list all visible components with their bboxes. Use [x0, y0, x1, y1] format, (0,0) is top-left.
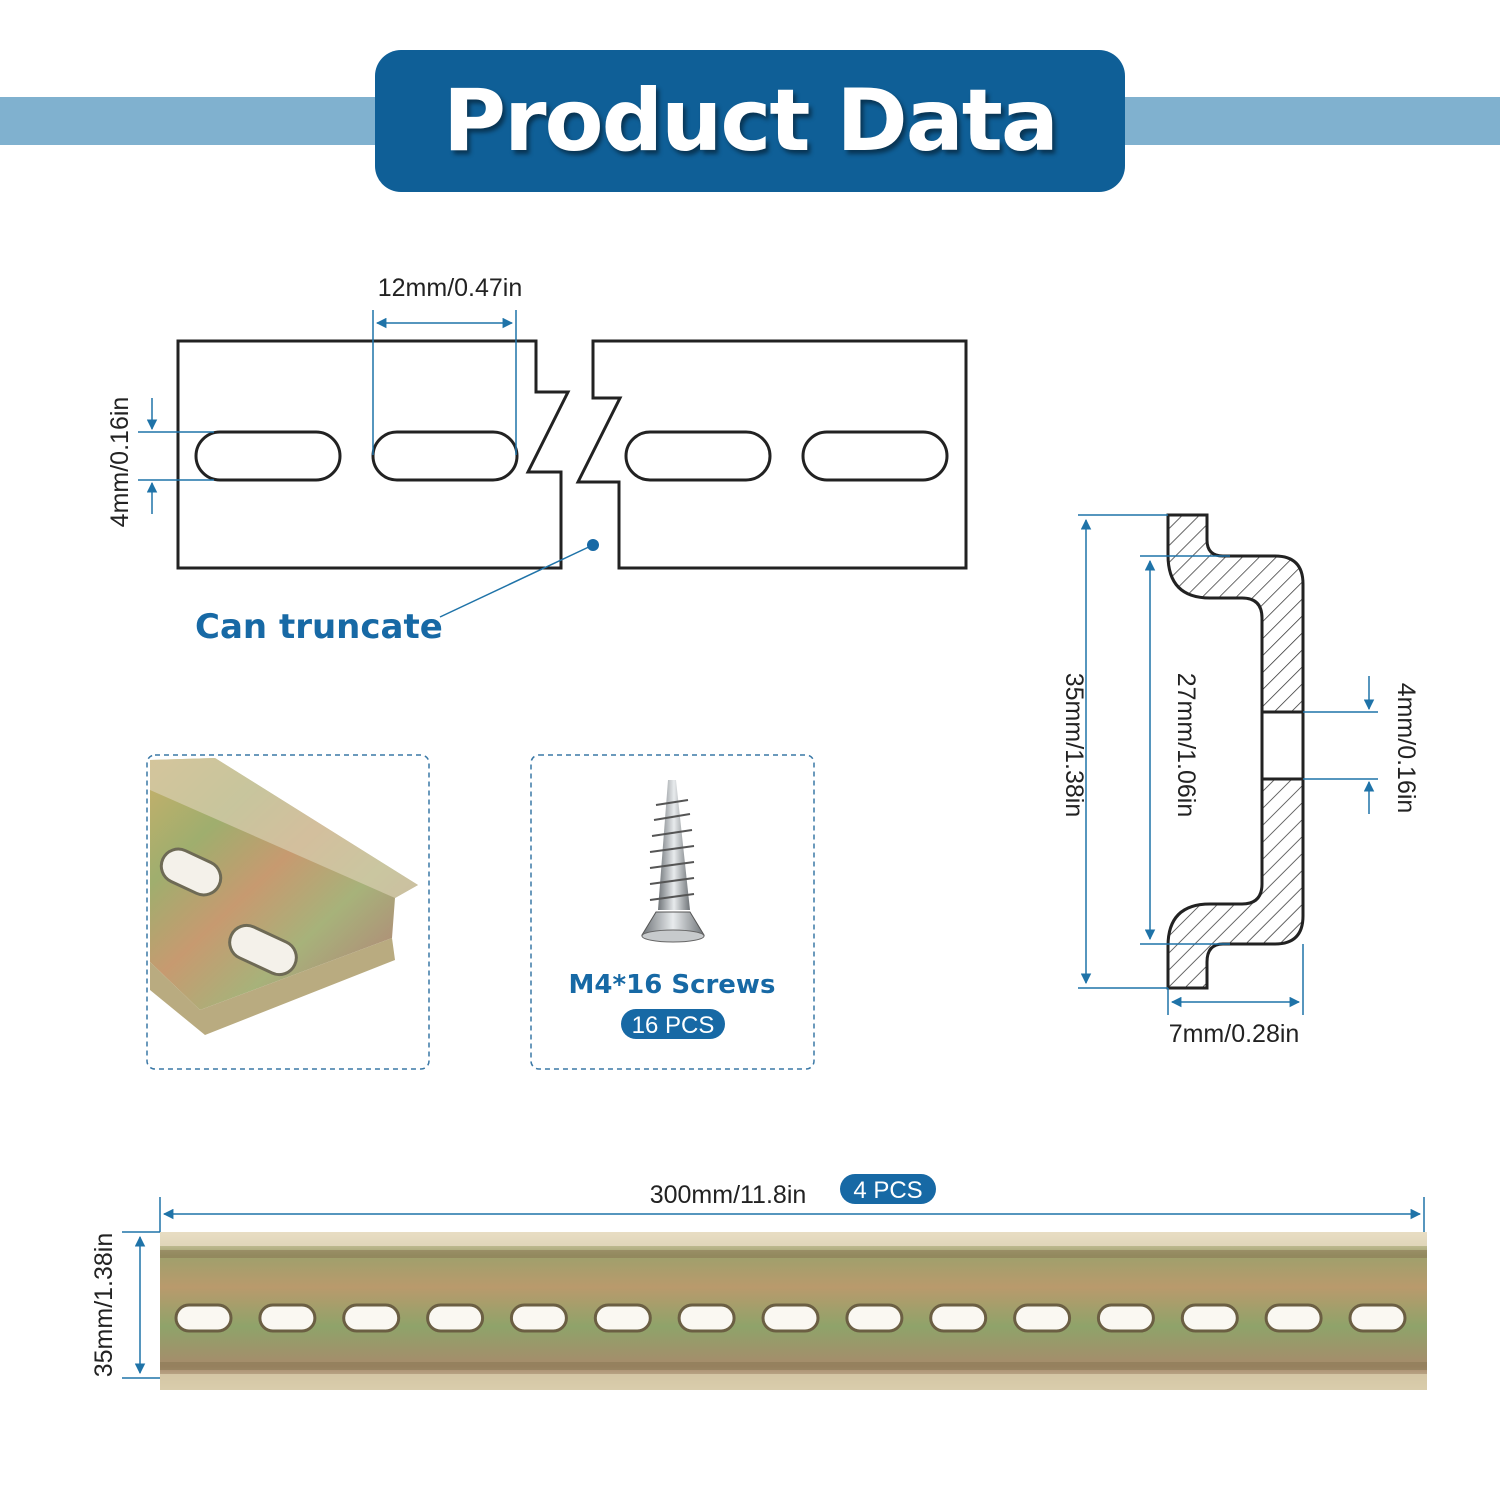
rail-slot	[593, 1303, 652, 1333]
inner-height-label: 27mm/1.06in	[1172, 673, 1200, 818]
rail-slot	[174, 1303, 233, 1333]
rail-slot	[1013, 1303, 1072, 1333]
hole-dimension	[1303, 676, 1378, 814]
slot	[624, 430, 772, 482]
rail-slot	[1180, 1303, 1239, 1333]
slot	[801, 430, 949, 482]
hole-label: 4mm/0.16in	[1392, 683, 1420, 814]
slot	[194, 430, 342, 482]
cross-section-profile	[1166, 513, 1305, 990]
title-banner: Product Data	[375, 50, 1125, 192]
rail-slot	[342, 1303, 401, 1333]
rail-slot	[426, 1303, 485, 1333]
rail-slot	[929, 1303, 988, 1333]
rail-length-label: 300mm/11.8in	[650, 1181, 807, 1209]
rail-closeup-photo	[150, 758, 418, 1035]
rail-slot	[761, 1303, 820, 1333]
slot-pitch-dimension	[372, 310, 517, 455]
rail-height-dimension	[122, 1231, 160, 1379]
rail-slot	[845, 1303, 904, 1333]
screws-quantity-badge	[621, 1009, 725, 1039]
rail-height-label: 35mm/1.38in	[90, 1233, 118, 1378]
screw-image	[641, 780, 705, 943]
slot-pitch-label: 12mm/0.47in	[378, 274, 523, 302]
rail-slot	[258, 1303, 317, 1333]
rail-slot	[1264, 1303, 1323, 1333]
slot-height-dimension	[138, 398, 214, 514]
rail-top-view	[176, 339, 968, 570]
slot-height-label: 4mm/0.16in	[106, 397, 134, 528]
rail-slot	[1096, 1303, 1155, 1333]
rail-slot-group	[174, 1303, 1407, 1333]
screws-quantity-label: 16 PCS	[632, 1012, 715, 1039]
rail-front-view	[160, 1232, 1427, 1390]
rail-slot	[509, 1303, 568, 1333]
rail-slot	[1348, 1303, 1407, 1333]
rail-left-piece	[176, 339, 571, 570]
rail-right-piece	[575, 339, 968, 570]
page-title: Product Data	[443, 71, 1059, 171]
slot	[371, 430, 519, 482]
callout-label: Can truncate	[195, 607, 443, 647]
depth-dimension	[1167, 944, 1304, 1015]
rail-quantity-label: 4 PCS	[853, 1177, 922, 1204]
rail-quantity-badge	[840, 1174, 936, 1204]
rail-closeup-card	[146, 754, 430, 1070]
rail-slot	[677, 1303, 736, 1333]
total-height-dimension	[1078, 514, 1168, 989]
depth-label: 7mm/0.28in	[1169, 1020, 1300, 1048]
inner-height-dimension	[1140, 555, 1230, 945]
screws-title: M4*16 Screws	[569, 970, 776, 1000]
total-height-label: 35mm/1.38in	[1060, 673, 1088, 818]
truncate-callout	[439, 539, 599, 618]
rail-length-dimension	[159, 1197, 1425, 1232]
screws-card: M4*16 Screws 16 PCS	[530, 754, 815, 1070]
